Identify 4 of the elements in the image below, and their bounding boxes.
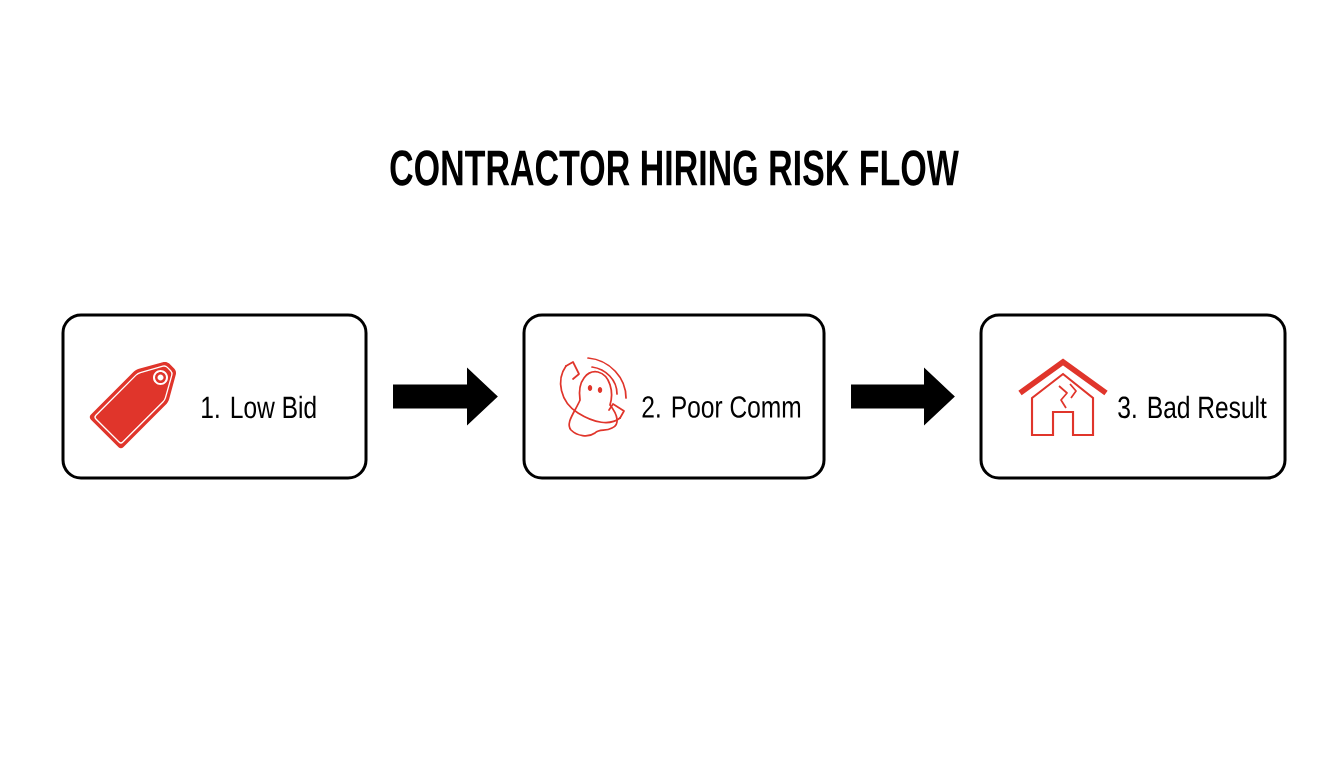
process-box: 2. Poor Comm: [522, 313, 826, 480]
process-box: 1. Low Bid: [61, 313, 368, 480]
title: CONTRACTOR HIRING RISK FLOW: [390, 150, 959, 186]
process-box: 3. Bad Result: [979, 313, 1287, 480]
